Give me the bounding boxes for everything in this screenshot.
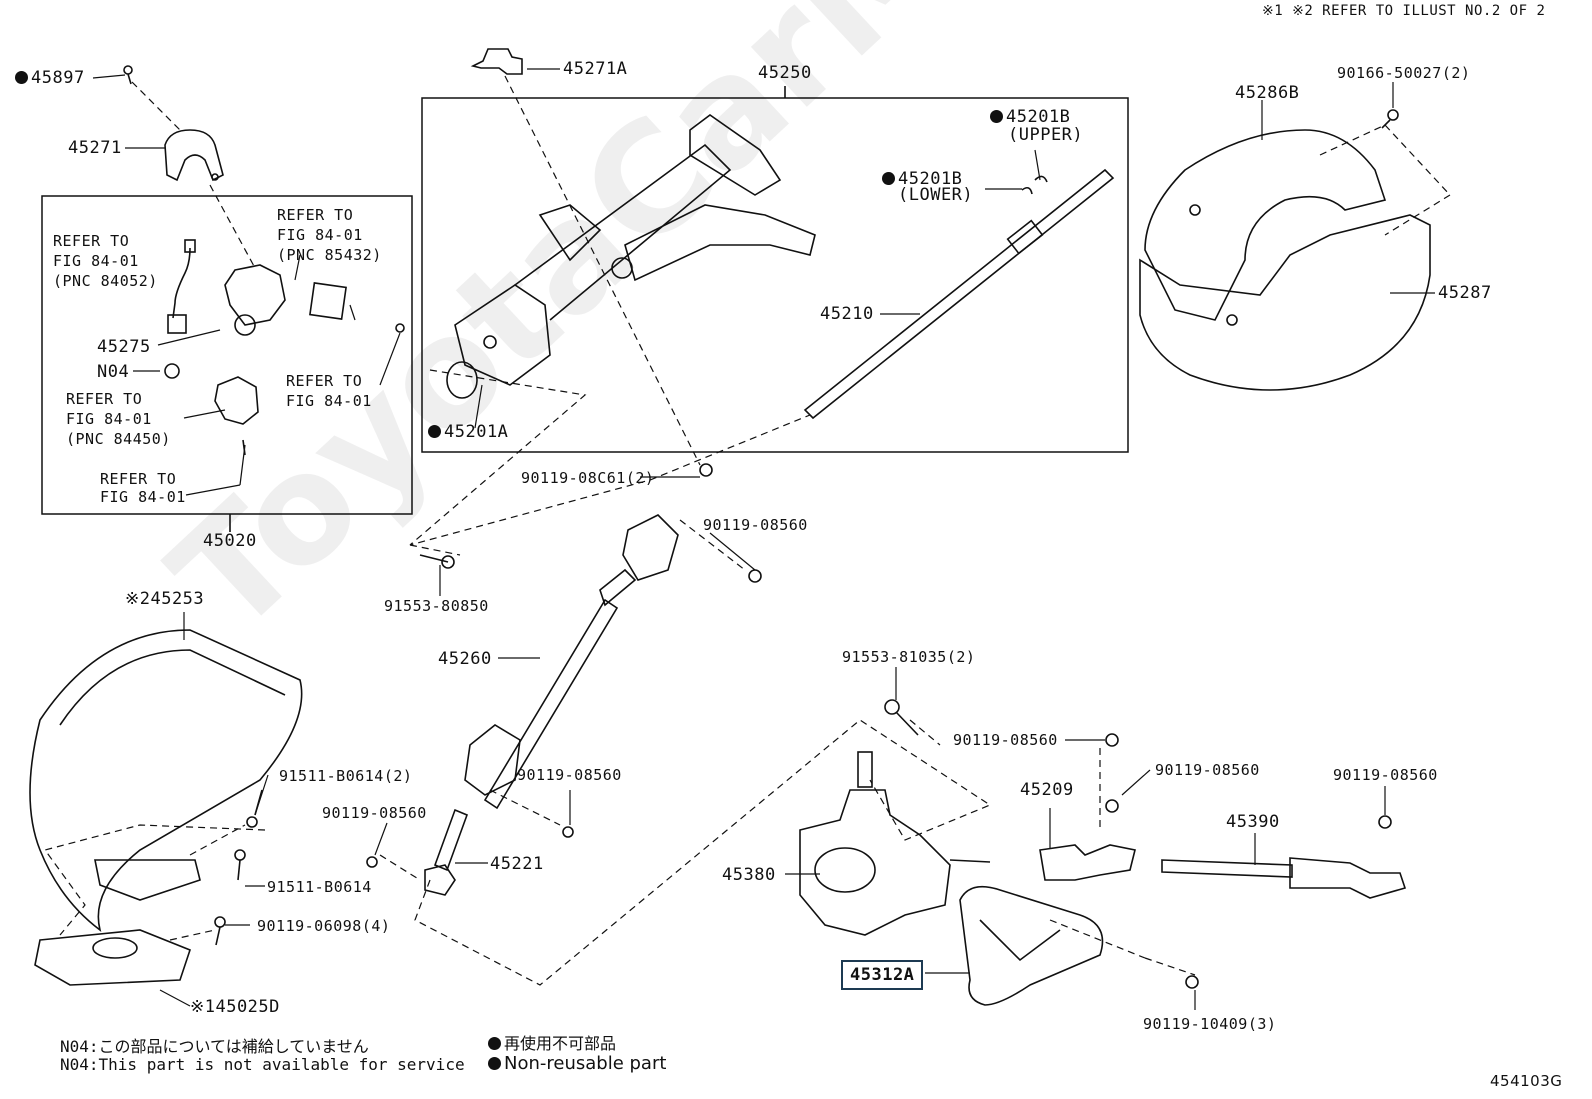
label-91553-80850[interactable]: 91553-80850 xyxy=(384,597,489,615)
refer-84450-l3: (PNC 84450) xyxy=(66,430,171,448)
label-91553-81035[interactable]: 91553-81035(2) xyxy=(842,648,976,666)
label-90119-06098[interactable]: 90119-06098(4) xyxy=(257,917,391,935)
bolt-90166-50027 xyxy=(1381,109,1399,129)
label-90166-50027[interactable]: 90166-50027(2) xyxy=(1337,64,1471,82)
label-45287[interactable]: 45287 xyxy=(1438,283,1492,303)
note-n04-jp: N04:この部品については補給していません xyxy=(60,1037,369,1056)
inset-box-45250 xyxy=(421,97,1129,453)
part-45271-clamp xyxy=(164,129,224,182)
part-45312a-bracket xyxy=(959,885,1104,1006)
refer-fig-l1: REFER TO xyxy=(286,372,363,390)
note-nonreuse-en: Non-reusable part xyxy=(488,1053,666,1074)
refer-fig2-l2: FIG 84-01 xyxy=(100,488,186,506)
refer-fig2-l1: REFER TO xyxy=(100,470,177,488)
label-90119-10409[interactable]: 90119-10409(3) xyxy=(1143,1015,1277,1033)
refer-85432-l1: REFER TO xyxy=(277,206,354,224)
part-45287-lower-cover xyxy=(1139,214,1431,391)
inset-box-45020 xyxy=(41,195,413,515)
part-45271a-bracket xyxy=(470,48,523,75)
label-91511-b0614-2[interactable]: 91511-B0614(2) xyxy=(279,767,413,785)
label-upper: (UPPER) xyxy=(1008,125,1084,145)
part-45221-shaft xyxy=(366,808,574,896)
label-45390[interactable]: 45390 xyxy=(1226,812,1280,832)
part-45260-intermediate-shaft xyxy=(419,514,762,810)
label-90119-08560-e[interactable]: 90119-08560 xyxy=(517,766,622,784)
label-45897[interactable]: 45897 xyxy=(15,69,85,87)
bolts-91511-90119 xyxy=(214,789,263,946)
label-90119-08560-a[interactable]: 90119-08560 xyxy=(703,516,808,534)
part-45897-screw xyxy=(123,65,133,85)
guide-lines xyxy=(43,75,1451,986)
refer-84052-l2: FIG 84-01 xyxy=(53,252,139,270)
refer-85432-l3: (PNC 85432) xyxy=(277,246,382,264)
label-45253[interactable]: ※245253 xyxy=(125,589,205,609)
label-45201b-upper[interactable]: 45201B xyxy=(990,108,1070,126)
part-45390-shaft xyxy=(1161,815,1407,899)
note-n04-en: N04:This part is not available for servi… xyxy=(60,1055,465,1074)
part-45286b-upper-cover xyxy=(1144,129,1387,321)
part-45210-shaft xyxy=(803,168,1115,420)
refer-84450-l1: REFER TO xyxy=(66,390,143,408)
label-45201b-lower[interactable]: 45201B xyxy=(882,170,962,188)
label-45025d[interactable]: ※145025D xyxy=(190,997,280,1017)
bolt-90119-08c61 xyxy=(699,463,713,477)
label-45380[interactable]: 45380 xyxy=(722,865,776,885)
label-45260[interactable]: 45260 xyxy=(438,649,492,669)
label-45221[interactable]: 45221 xyxy=(490,854,544,874)
label-45250[interactable]: 45250 xyxy=(758,63,812,83)
label-n04[interactable]: N04 xyxy=(97,362,130,382)
label-45210[interactable]: 45210 xyxy=(820,304,874,324)
label-90119-08560-c[interactable]: 90119-08560 xyxy=(1155,761,1260,779)
label-45271a[interactable]: 45271A xyxy=(563,59,628,79)
part-45253-column-cover xyxy=(29,629,303,932)
label-45271[interactable]: 45271 xyxy=(68,138,122,158)
part-45209-joint xyxy=(1039,733,1136,881)
part-45250-steering-column xyxy=(446,114,816,399)
refer-84450-l2: FIG 84-01 xyxy=(66,410,152,428)
label-91511-b0614[interactable]: 91511-B0614 xyxy=(267,878,372,896)
note-nonreuse-jp: 再使用不可部品 xyxy=(488,1030,616,1054)
label-90119-08560-d[interactable]: 90119-08560 xyxy=(1333,766,1438,784)
label-45312a[interactable]: 45312A xyxy=(841,960,924,990)
part-45020-lock-assembly xyxy=(164,239,405,456)
label-90119-08560-b[interactable]: 90119-08560 xyxy=(953,731,1058,749)
refer-fig-l2: FIG 84-01 xyxy=(286,392,372,410)
label-45275[interactable]: 45275 xyxy=(97,337,151,357)
part-45201b-clips xyxy=(1021,175,1048,195)
refer-85432-l2: FIG 84-01 xyxy=(277,226,363,244)
refer-84052-l1: REFER TO xyxy=(53,232,130,250)
label-90119-08c61[interactable]: 90119-08C61(2) xyxy=(521,469,655,487)
header-note: ※1 ※2 REFER TO ILLUST NO.2 OF 2 xyxy=(1262,3,1546,19)
part-45025d-plate xyxy=(34,929,191,986)
label-45209[interactable]: 45209 xyxy=(1020,780,1074,800)
bolt-90119-10409 xyxy=(1185,975,1199,989)
label-lower: (LOWER) xyxy=(898,185,974,205)
label-90119-08560-f[interactable]: 90119-08560 xyxy=(322,804,427,822)
part-45380-steering-gear xyxy=(799,751,991,936)
refer-84052-l3: (PNC 84052) xyxy=(53,272,158,290)
figure-code: 454103G xyxy=(1490,1072,1563,1090)
label-45201a[interactable]: 45201A xyxy=(428,423,508,441)
label-45286b[interactable]: 45286B xyxy=(1235,83,1300,103)
label-45020[interactable]: 45020 xyxy=(203,531,257,551)
bolt-91553-81035 xyxy=(884,699,919,736)
